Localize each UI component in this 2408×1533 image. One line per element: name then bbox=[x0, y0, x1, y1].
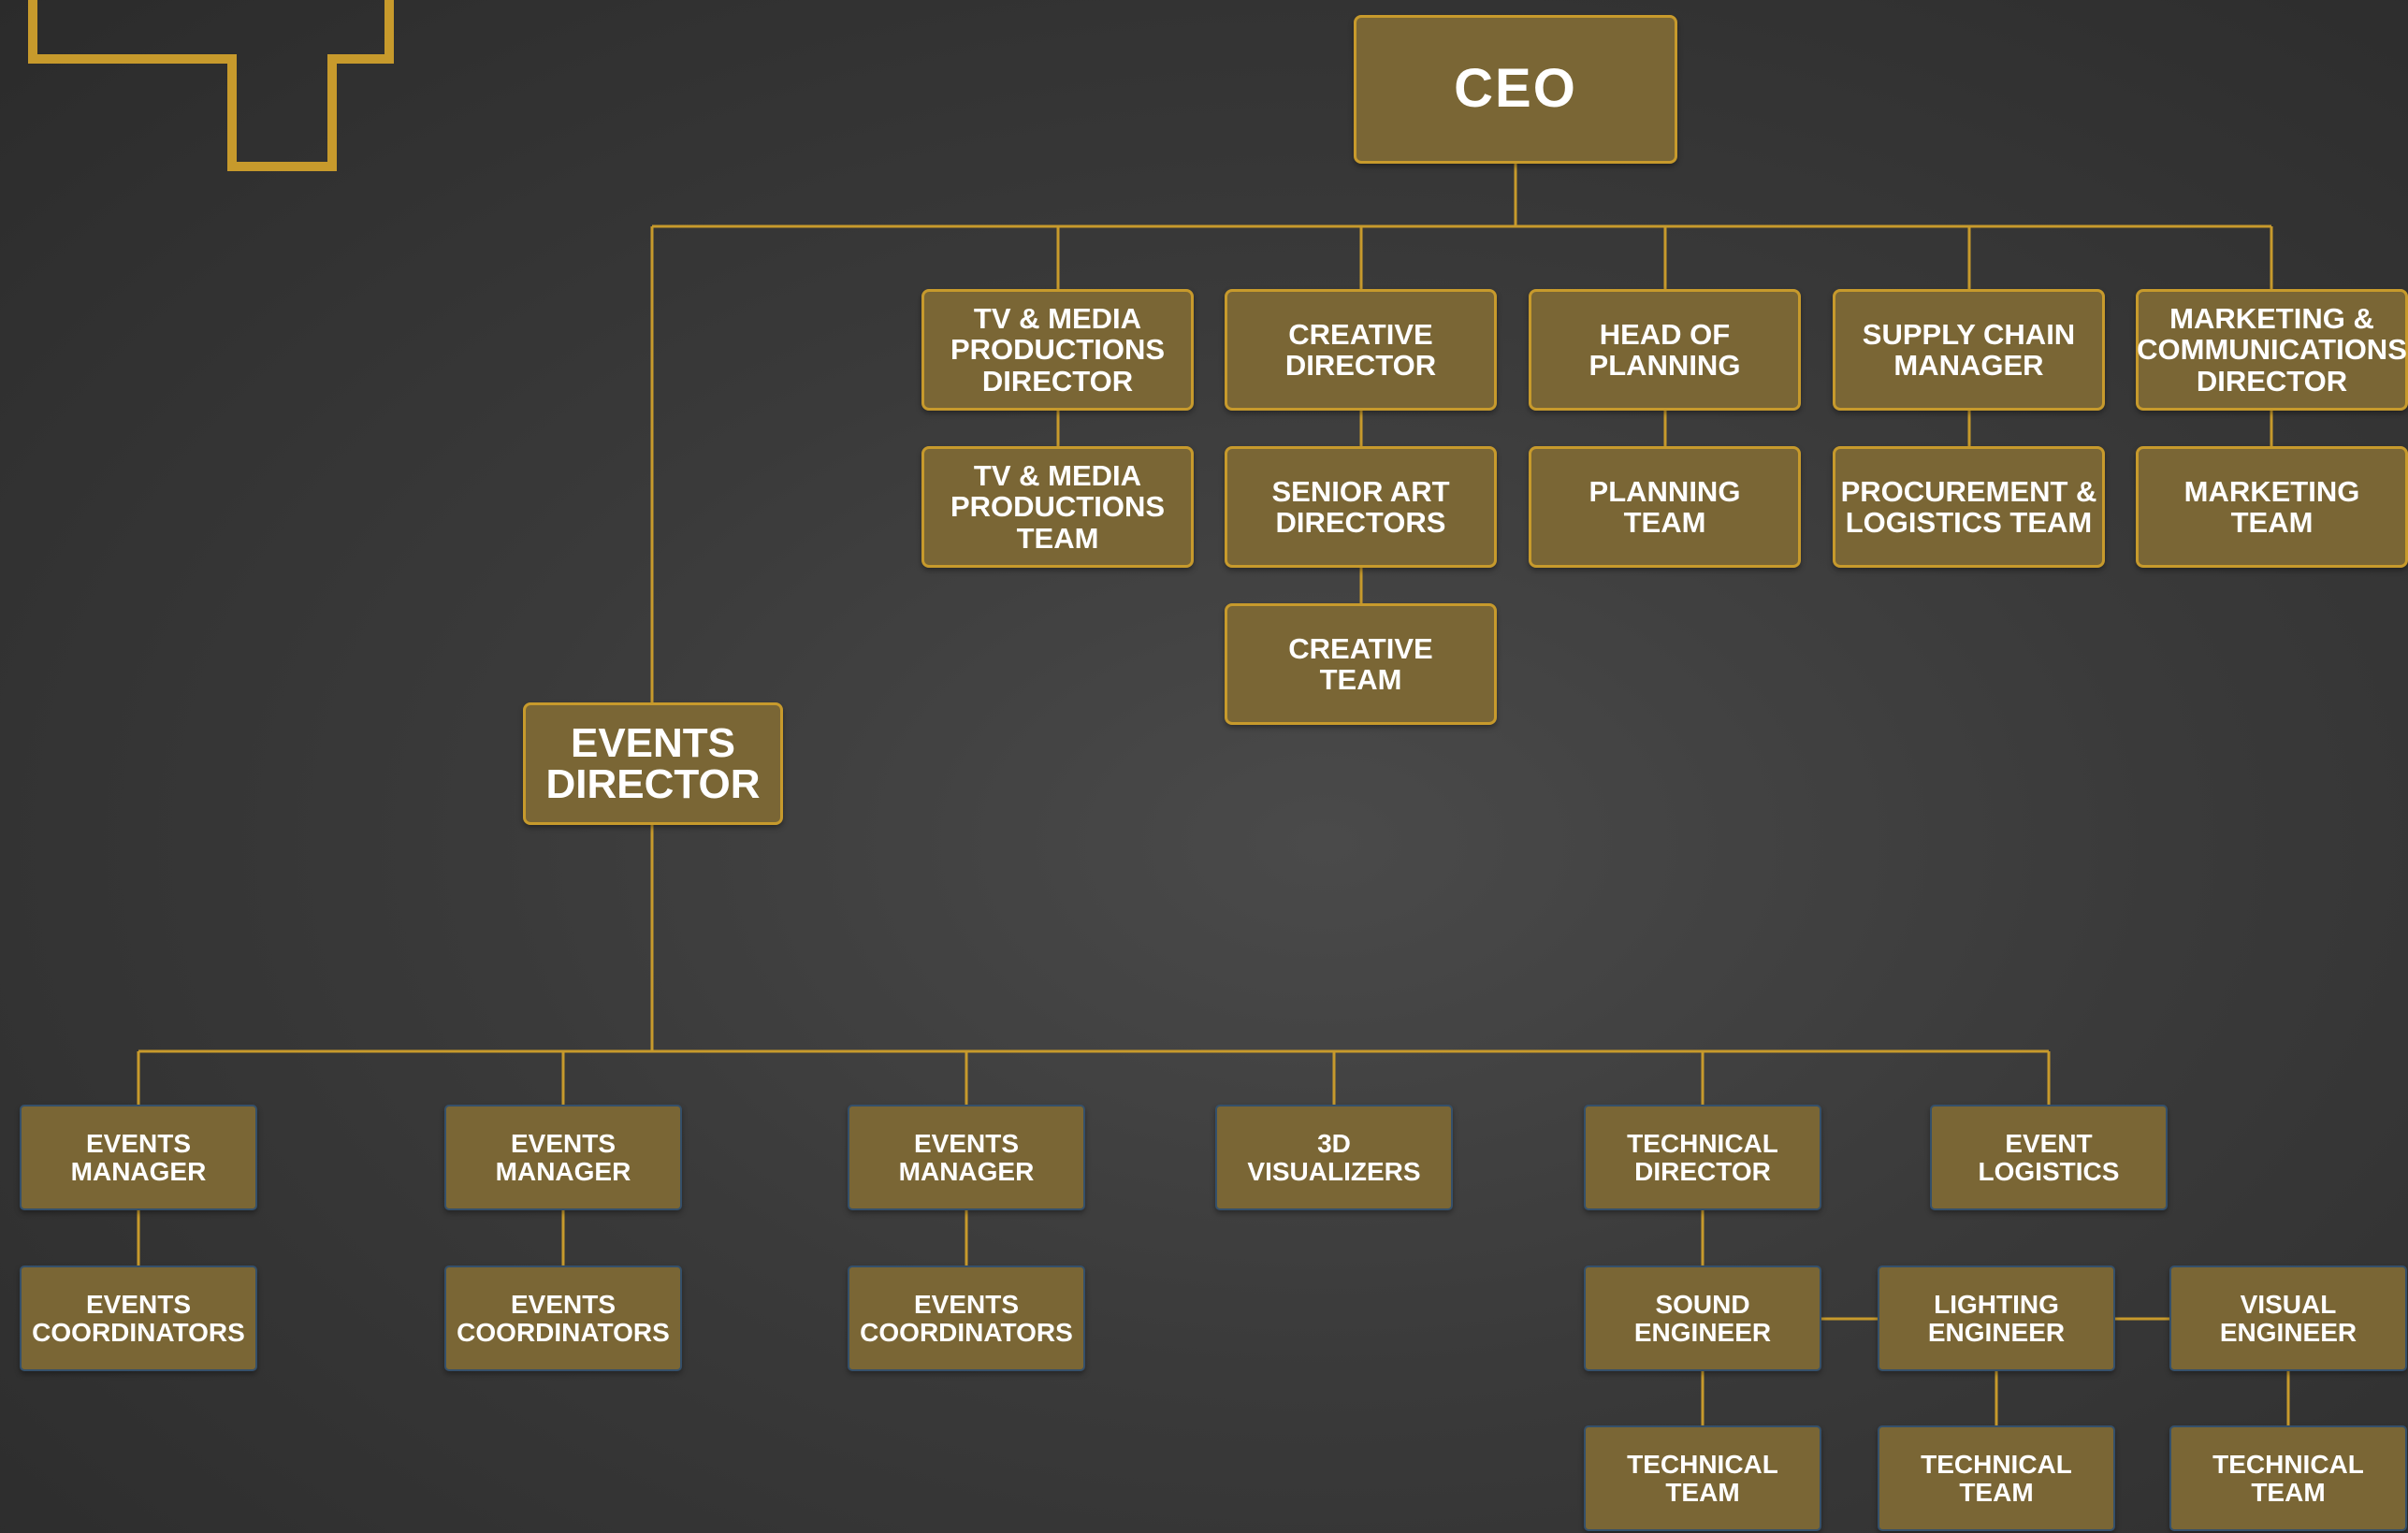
events-coordinators-box-1: EVENTS COORDINATORS bbox=[20, 1265, 257, 1371]
technical-team-box-1: TECHNICAL TEAM bbox=[1584, 1425, 1821, 1531]
visual-engineer-box: VISUAL ENGINEER bbox=[2169, 1265, 2407, 1371]
creative-team-box: CREATIVE TEAM bbox=[1225, 603, 1497, 725]
events-director-box: EVENTS DIRECTOR bbox=[523, 702, 783, 825]
creative-director-box: CREATIVE DIRECTOR bbox=[1225, 289, 1497, 411]
event-logistics-box: EVENT LOGISTICS bbox=[1930, 1105, 2168, 1210]
sound-engineer-box: SOUND ENGINEER bbox=[1584, 1265, 1821, 1371]
tv-media-productions-director-box: TV & MEDIA PRODUCTIONS DIRECTOR bbox=[921, 289, 1194, 411]
technical-director-box: TECHNICAL DIRECTOR bbox=[1584, 1105, 1821, 1210]
3d-visualizers-box: 3D VISUALIZERS bbox=[1215, 1105, 1453, 1210]
tv-media-productions-team-box: TV & MEDIA PRODUCTIONS TEAM bbox=[921, 446, 1194, 568]
senior-art-directors-box: SENIOR ART DIRECTORS bbox=[1225, 446, 1497, 568]
technical-team-box-3: TECHNICAL TEAM bbox=[2169, 1425, 2407, 1531]
ceo-box: CEO bbox=[1354, 15, 1677, 164]
events-coordinators-box-2: EVENTS COORDINATORS bbox=[444, 1265, 682, 1371]
logo-outline-shape bbox=[28, 0, 394, 171]
events-manager-box-1: EVENTS MANAGER bbox=[20, 1105, 257, 1210]
lighting-engineer-box: LIGHTING ENGINEER bbox=[1878, 1265, 2115, 1371]
events-manager-box-3: EVENTS MANAGER bbox=[848, 1105, 1085, 1210]
events-manager-box-2: EVENTS MANAGER bbox=[444, 1105, 682, 1210]
marketing-team-box: MARKETING TEAM bbox=[2136, 446, 2408, 568]
supply-chain-manager-box: SUPPLY CHAIN MANAGER bbox=[1833, 289, 2105, 411]
events-bus bbox=[138, 823, 2049, 1053]
technical-team-box-2: TECHNICAL TEAM bbox=[1878, 1425, 2115, 1531]
head-of-planning-box: HEAD OF PLANNING bbox=[1529, 289, 1801, 411]
procurement-logistics-team-box: PROCUREMENT & LOGISTICS TEAM bbox=[1833, 446, 2105, 568]
events-coordinators-box-3: EVENTS COORDINATORS bbox=[848, 1265, 1085, 1371]
planning-team-box: PLANNING TEAM bbox=[1529, 446, 1801, 568]
marketing-communications-director-box: MARKETING & COMMUNICATIONS DIRECTOR bbox=[2136, 289, 2408, 411]
